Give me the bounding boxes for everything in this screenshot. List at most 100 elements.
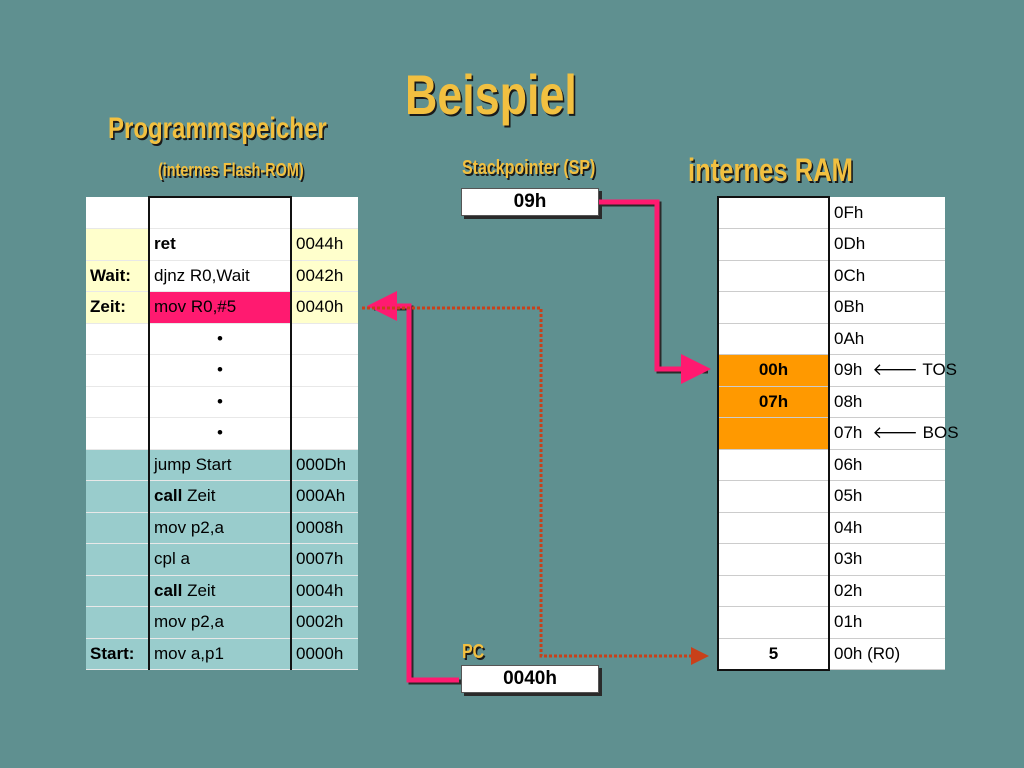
ram-address-cell: 00h (R0)	[829, 638, 945, 670]
program-address	[291, 354, 358, 387]
ram-address-cell: 0Ch	[829, 260, 945, 292]
ram-value	[717, 575, 830, 607]
program-code: mov a,p1	[148, 638, 292, 670]
program-row: call Zeit 0004h	[86, 575, 358, 607]
ram-row: 0Fh	[717, 196, 945, 229]
program-code-text: cpl a	[154, 549, 190, 569]
program-code: call Zeit	[148, 480, 292, 513]
ram-address: 0Ch	[834, 265, 866, 285]
program-label: Zeit:	[86, 291, 149, 324]
program-code-highlighted: mov R0,#5	[148, 291, 292, 324]
program-row: Start: mov a,p1 0000h	[86, 638, 358, 670]
ram-row: 02h	[717, 575, 945, 607]
ram-value	[717, 480, 830, 513]
program-label	[86, 228, 149, 261]
program-code-keyword: call	[154, 486, 183, 506]
program-row: Wait: djnz R0,Wait 0042h	[86, 260, 358, 292]
ram-row: 01h	[717, 606, 945, 639]
ram-address: 07h	[834, 423, 863, 443]
program-code: •	[148, 323, 292, 355]
program-code-keyword: ret	[154, 234, 176, 254]
program-code-text: mov p2,a	[154, 612, 224, 632]
ram-value	[717, 260, 830, 292]
program-code-text: •	[217, 423, 223, 443]
ram-address-cell: 01h	[829, 606, 945, 639]
ram-address-cell: 06h	[829, 449, 945, 481]
ram-address-cell: 0Bh	[829, 291, 945, 324]
pc-value-box: 0040h	[461, 665, 599, 693]
ram-address-cell: 0Fh	[829, 197, 945, 229]
ram-address-cell: 08h	[829, 386, 945, 418]
program-label	[86, 323, 149, 355]
program-row: cpl a 0007h	[86, 543, 358, 576]
program-address: 0040h	[291, 291, 358, 324]
ram-address: 0Fh	[834, 202, 864, 222]
ram-heading: internes RAM	[688, 152, 853, 188]
ram-row: 06h	[717, 449, 945, 481]
program-label	[86, 354, 149, 387]
program-memory-subheading: (internes Flash-ROM)	[158, 160, 304, 180]
program-code-text: jump Start	[154, 454, 232, 474]
program-code-text: mov a,p1	[154, 643, 224, 663]
ram-address-cell: 04h	[829, 512, 945, 544]
page-title: Beispiel	[405, 63, 577, 126]
program-code: cpl a	[148, 543, 292, 576]
program-code	[148, 196, 292, 229]
program-code-text: Zeit	[182, 580, 216, 600]
program-label	[86, 575, 149, 607]
program-code: jump Start	[148, 449, 292, 481]
ram-value	[717, 228, 830, 261]
program-address: 0000h	[291, 638, 358, 670]
program-code: •	[148, 417, 292, 450]
ram-row: 05h	[717, 480, 945, 513]
ram-address-cell: 05h	[829, 480, 945, 513]
program-code: •	[148, 386, 292, 418]
ram-row: 07h 🡐 BOS	[717, 417, 959, 450]
program-label	[86, 417, 149, 450]
ram-value	[717, 606, 830, 639]
program-code-text: djnz R0,Wait	[154, 265, 250, 285]
program-row: mov p2,a 0008h	[86, 512, 358, 544]
ram-address-cell: 07h 🡐 BOS	[829, 417, 959, 450]
program-row: •	[86, 417, 358, 450]
program-row: call Zeit 000Ah	[86, 480, 358, 513]
pc-to-program-arrow	[367, 291, 459, 683]
bos-pointer: 🡐 BOS	[872, 423, 959, 443]
ram-value-stack: 00h	[717, 354, 830, 387]
stackpointer-heading: Stackpointer (SP)	[462, 157, 596, 179]
ram-address: 00h (R0)	[834, 643, 901, 663]
program-label	[86, 449, 149, 481]
program-code: mov p2,a	[148, 606, 292, 639]
ram-address: 04h	[834, 517, 863, 537]
program-code-text: •	[217, 328, 223, 348]
ram-address: 09h	[834, 360, 863, 380]
program-label: Wait:	[86, 260, 149, 292]
program-code-text: •	[217, 391, 223, 411]
ram-row: 0Ah	[717, 323, 945, 355]
ram-address: 0Bh	[834, 297, 865, 317]
program-address	[291, 417, 358, 450]
ram-row: 04h	[717, 512, 945, 544]
program-address	[291, 323, 358, 355]
ram-value	[717, 196, 830, 229]
ram-value-stack	[717, 417, 830, 450]
program-address	[291, 386, 358, 418]
ram-address: 03h	[834, 549, 863, 569]
ram-value	[717, 291, 830, 324]
stackpointer-value-box: 09h	[461, 188, 599, 216]
ram-value	[717, 323, 830, 355]
ram-address-cell: 02h	[829, 575, 945, 607]
program-code: ret	[148, 228, 292, 261]
program-memory-table: ret 0044h Wait: djnz R0,Wait 0042h Zeit:…	[86, 196, 358, 670]
ram-address: 0Ah	[834, 328, 865, 348]
program-label	[86, 197, 149, 229]
program-row: mov p2,a 0002h	[86, 606, 358, 639]
program-code-text: mov R0,#5	[154, 297, 237, 317]
program-memory-heading: Programmspeicher	[108, 112, 327, 145]
sp-to-tos-arrow	[599, 199, 711, 384]
ram-address: 06h	[834, 454, 863, 474]
program-row: Zeit: mov R0,#5 0040h	[86, 291, 358, 324]
ram-address-cell: 09h🡐 TOS	[829, 354, 957, 387]
